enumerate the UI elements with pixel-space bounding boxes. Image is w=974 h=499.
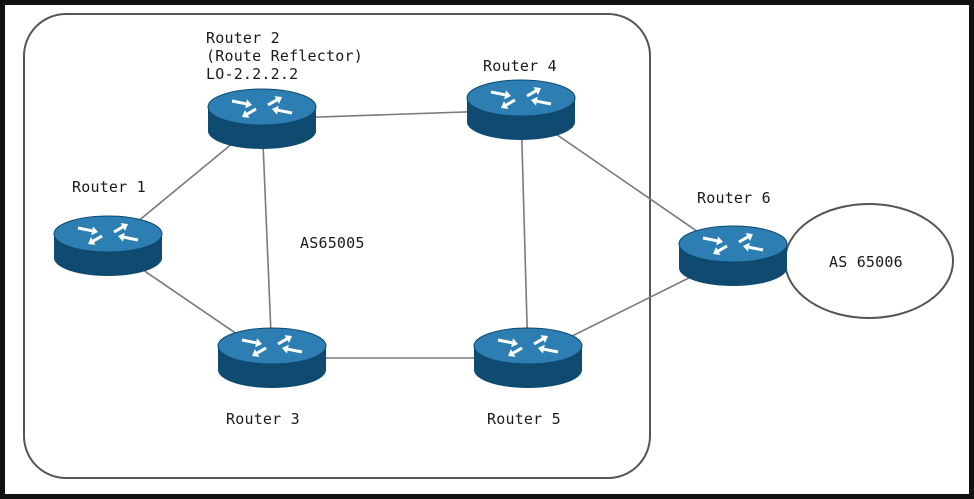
router-2-loopback: LO-2.2.2.2 [206,65,299,83]
router-5-icon [473,327,583,388]
router-2-label: Router 2 (Route Reflector) LO-2.2.2.2 [206,29,363,83]
as65005-label: AS65005 [300,234,365,252]
router-1-label: Router 1 [72,178,146,196]
as65005-boundary [23,13,651,479]
as65006-label: AS 65006 [829,253,903,271]
router-1-icon [53,215,163,276]
link-r4-r5 [520,109,529,359]
router-3-icon [217,327,327,388]
link-r2-r3 [261,118,273,359]
router-6-icon [678,225,788,286]
router-4-icon [466,79,576,140]
router-6-label: Router 6 [697,189,771,207]
routers-layer [53,79,788,388]
router-2-icon [207,88,317,149]
router-5-label: Router 5 [487,410,561,428]
router-2-role: (Route Reflector) [206,47,363,65]
router-3-label: Router 3 [226,410,300,428]
router-4-label: Router 4 [483,57,557,75]
router-2-name: Router 2 [206,29,280,47]
links-layer [107,109,734,359]
